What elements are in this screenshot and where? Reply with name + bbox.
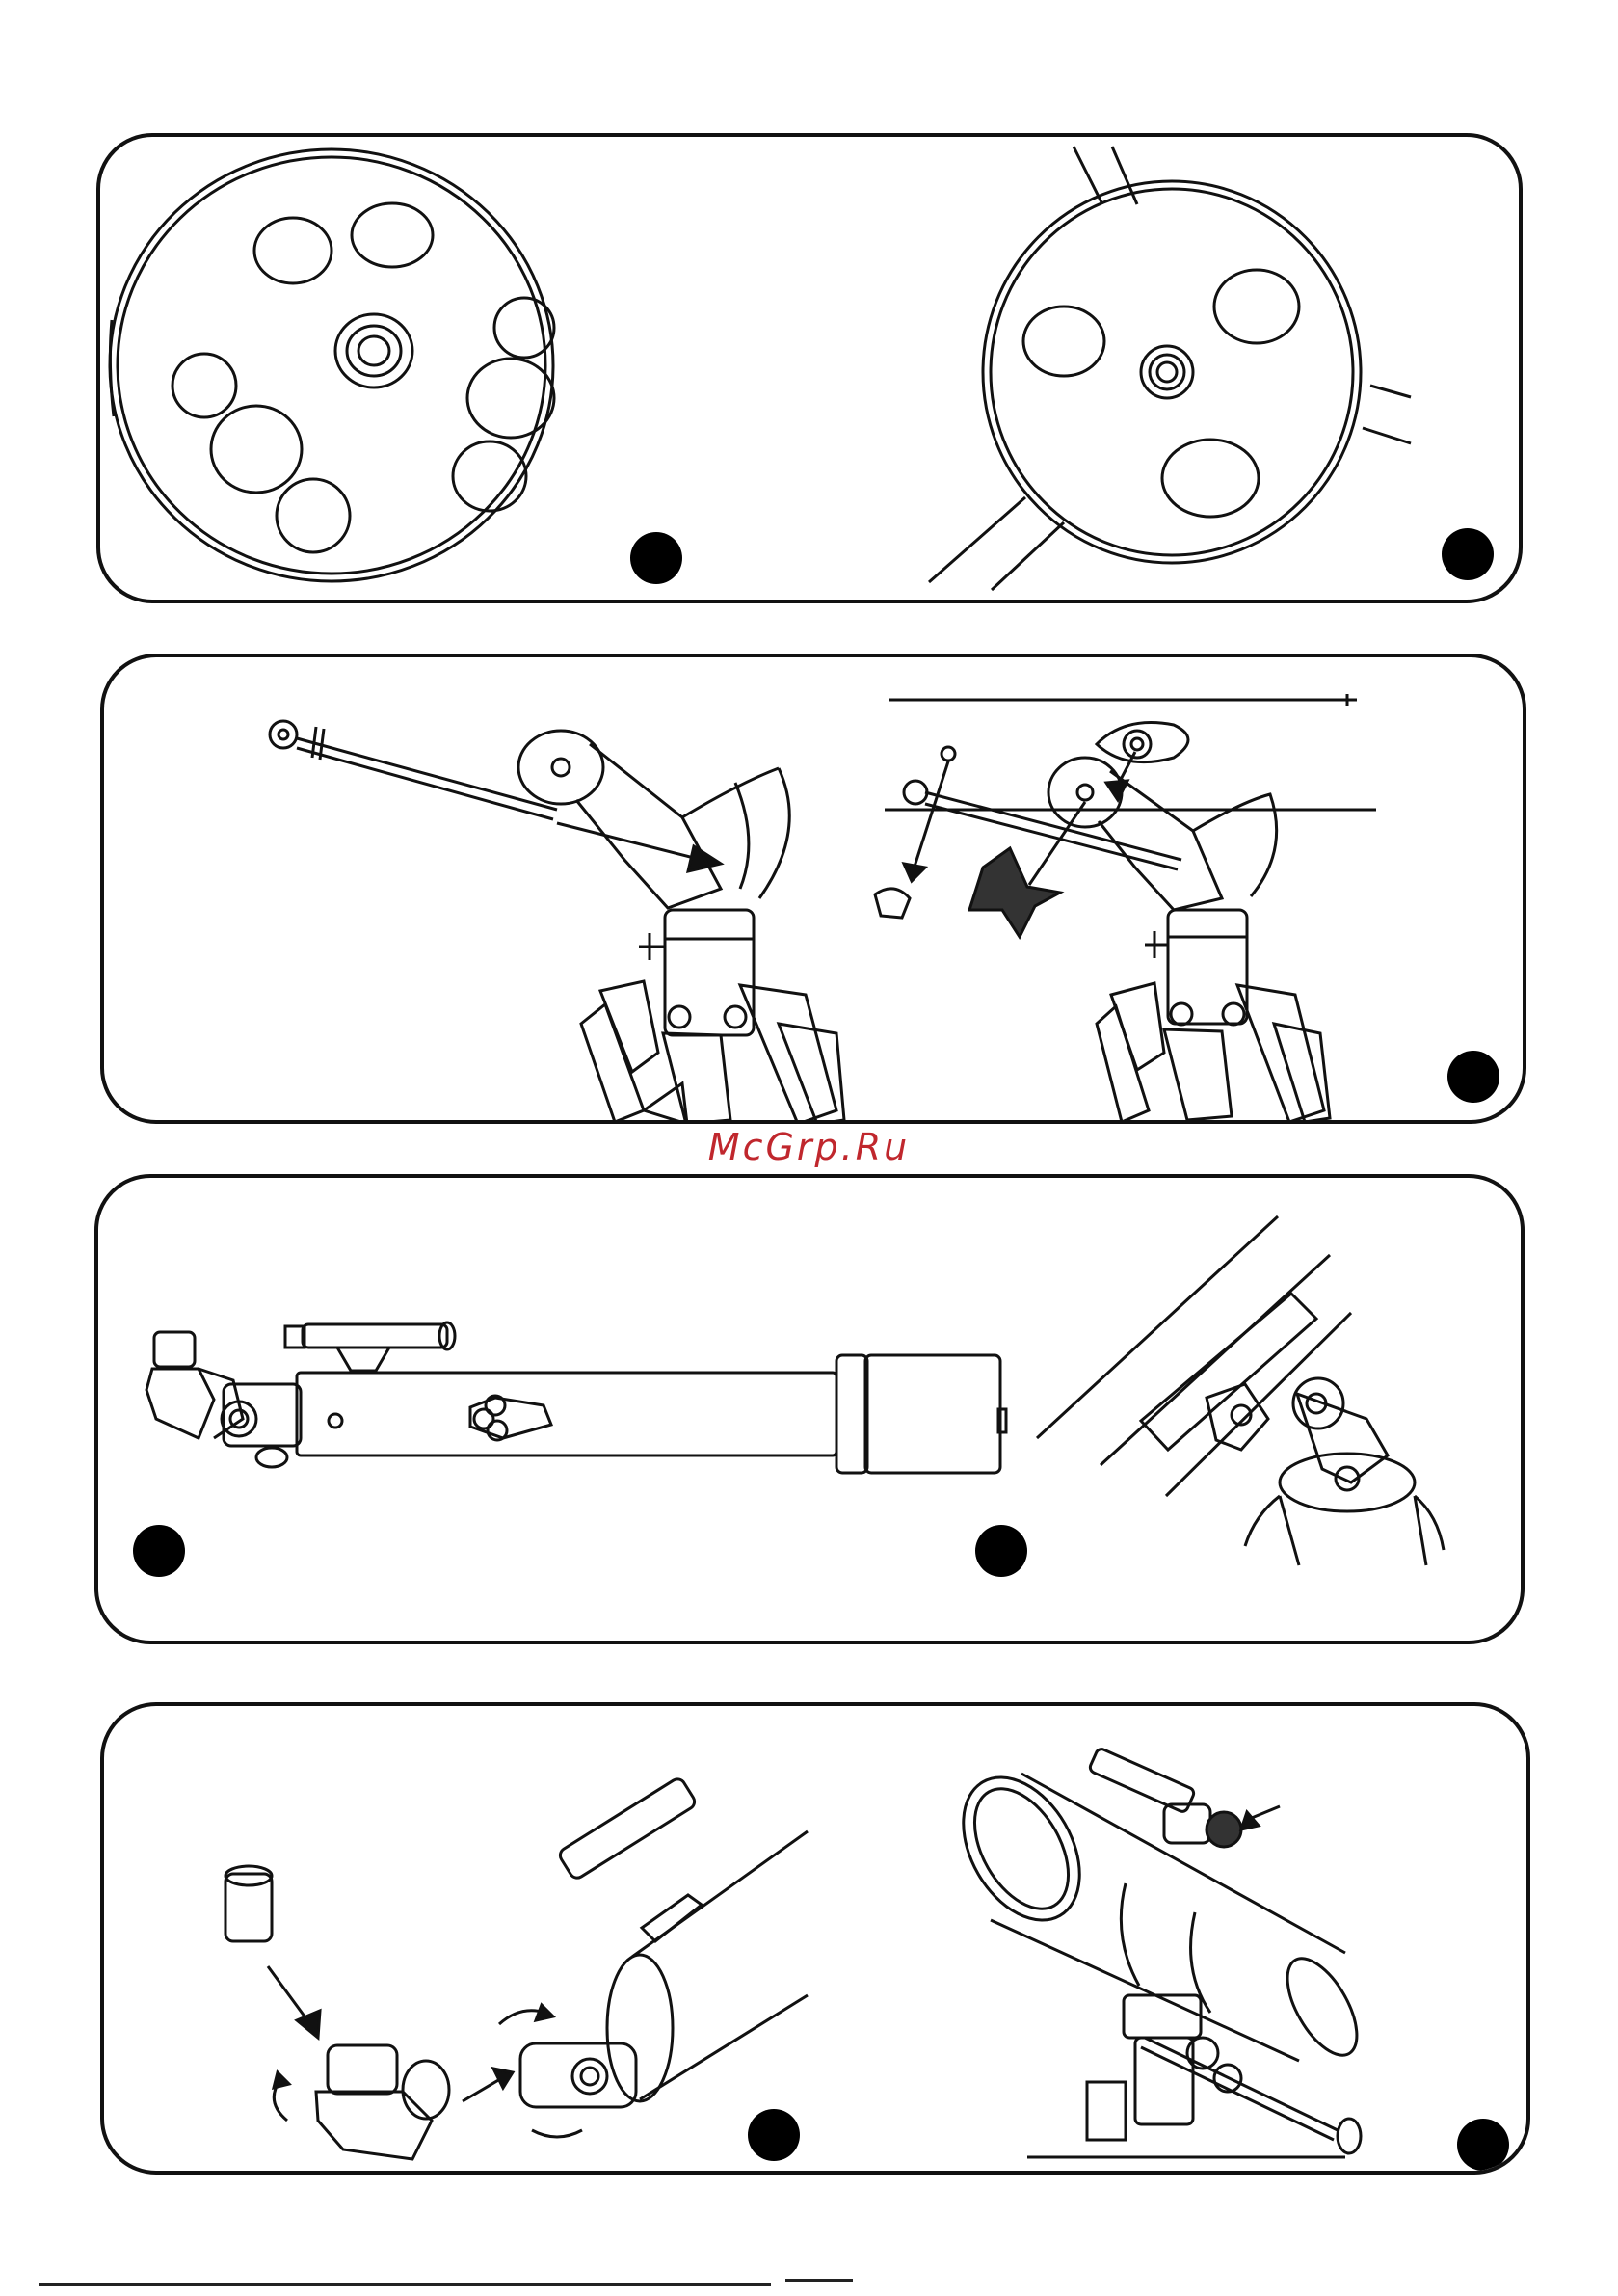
tube-figures bbox=[98, 1178, 1525, 1644]
step-marker bbox=[748, 2109, 800, 2161]
tray-wheel-on-tripod bbox=[929, 147, 1411, 590]
reflector-on-mount bbox=[940, 1748, 1371, 2157]
panel-row-3 bbox=[94, 1174, 1525, 1644]
step-marker bbox=[1442, 528, 1494, 580]
step-marker bbox=[630, 532, 682, 584]
watermark: McGrp.Ru bbox=[0, 1126, 1618, 1168]
mount-screw-assembly bbox=[875, 694, 1376, 1122]
tube-saddle-detail bbox=[1037, 1216, 1444, 1565]
mount-with-counterweight-rod bbox=[270, 721, 844, 1124]
panel-row-1 bbox=[96, 133, 1523, 603]
step-marker bbox=[133, 1525, 185, 1577]
refractor-tube bbox=[146, 1322, 1006, 1473]
panel-row-2 bbox=[100, 654, 1526, 1124]
panel-row-4 bbox=[100, 1702, 1530, 2175]
assembly-figures bbox=[104, 1706, 1530, 2175]
footer-rule bbox=[39, 2283, 771, 2286]
diagonal-eyepiece-insertion bbox=[225, 1776, 808, 2159]
tray-wheel-large-figure bbox=[100, 137, 1523, 603]
step-marker bbox=[975, 1525, 1027, 1577]
footer-rule-tick bbox=[785, 2279, 853, 2282]
step-marker bbox=[1457, 2119, 1509, 2171]
mount-figures bbox=[104, 657, 1526, 1124]
step-marker bbox=[1447, 1051, 1499, 1103]
